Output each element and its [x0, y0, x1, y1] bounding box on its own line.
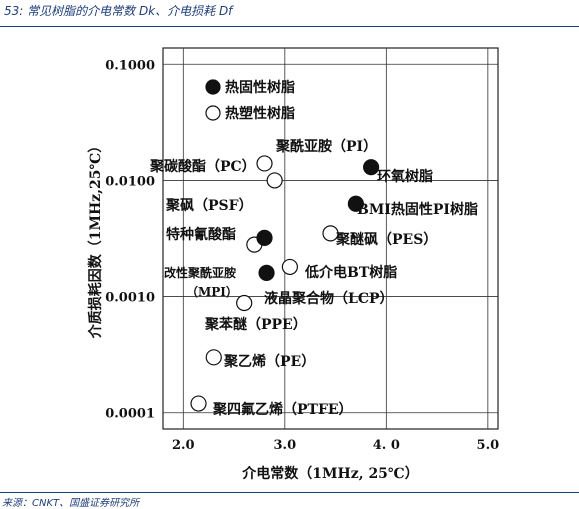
- point-annotation: 聚砜（PSF）: [165, 198, 253, 214]
- data-point: [256, 229, 273, 247]
- data-point: [236, 294, 253, 312]
- y-tick-label: 0.1000: [105, 58, 155, 73]
- data-point: [205, 349, 222, 366]
- plot-frame: [162, 47, 499, 430]
- point-annotation: 聚酰亚胺（PI）: [275, 138, 377, 155]
- point-annotation: 聚四氟乙烯（PTFE）: [212, 401, 353, 418]
- figure-caption: 53: 常见树脂的介电常数 Dk、介电损耗 Df: [4, 4, 233, 18]
- point-annotation: 改性聚酰亚胺: [164, 265, 236, 280]
- point-annotation: BMI热固性PI树脂: [357, 201, 478, 218]
- point-annotation: 低介电BT树脂: [304, 264, 397, 281]
- legend-marker: [205, 79, 221, 95]
- point-annotation: （MPI）: [186, 284, 238, 299]
- y-tick-label: 0.0100: [105, 174, 155, 189]
- y-axis-label: 介质损耗因数（1MHz,25℃）: [87, 139, 104, 340]
- data-point: [266, 172, 283, 189]
- legend-label: 热塑性树脂: [225, 105, 295, 122]
- point-annotation: 聚乙烯（PE）: [223, 353, 315, 370]
- source-note: 来源：CNKT、国盛证券研究所: [2, 498, 140, 509]
- point-annotation: 聚醚砜（PES）: [335, 231, 437, 248]
- legend-label: 热固性树脂: [225, 79, 295, 96]
- y-tick-label: 0.0010: [105, 291, 155, 306]
- x-axis-label: 介电常数（1MHz, 25℃）: [241, 465, 418, 482]
- data-point: [363, 159, 380, 176]
- y-tick-label: 0.0001: [105, 407, 155, 422]
- bottom-rule: [0, 492, 579, 493]
- point-annotation: 聚苯醚（PPE）: [204, 316, 307, 333]
- legend-marker: [205, 105, 221, 121]
- data-point: [281, 258, 298, 276]
- x-tick-label: 4. 0: [373, 438, 400, 453]
- data-point: [322, 225, 339, 242]
- point-annotation: 液晶聚合物（LCP）: [264, 290, 394, 307]
- top-rule: [0, 26, 579, 27]
- point-annotation: 特种氰酸酯: [166, 226, 236, 243]
- x-tick-label: 3.0: [274, 438, 297, 453]
- data-point: [347, 195, 364, 212]
- data-point: [258, 264, 275, 281]
- data-point: [190, 395, 207, 412]
- x-tick-label: 5.0: [477, 438, 500, 453]
- point-annotation: 聚碳酸酯（PC）: [149, 158, 256, 175]
- point-annotation: 环氧树脂: [377, 168, 433, 185]
- x-tick-label: 2.0: [172, 438, 195, 453]
- data-point: [256, 155, 273, 172]
